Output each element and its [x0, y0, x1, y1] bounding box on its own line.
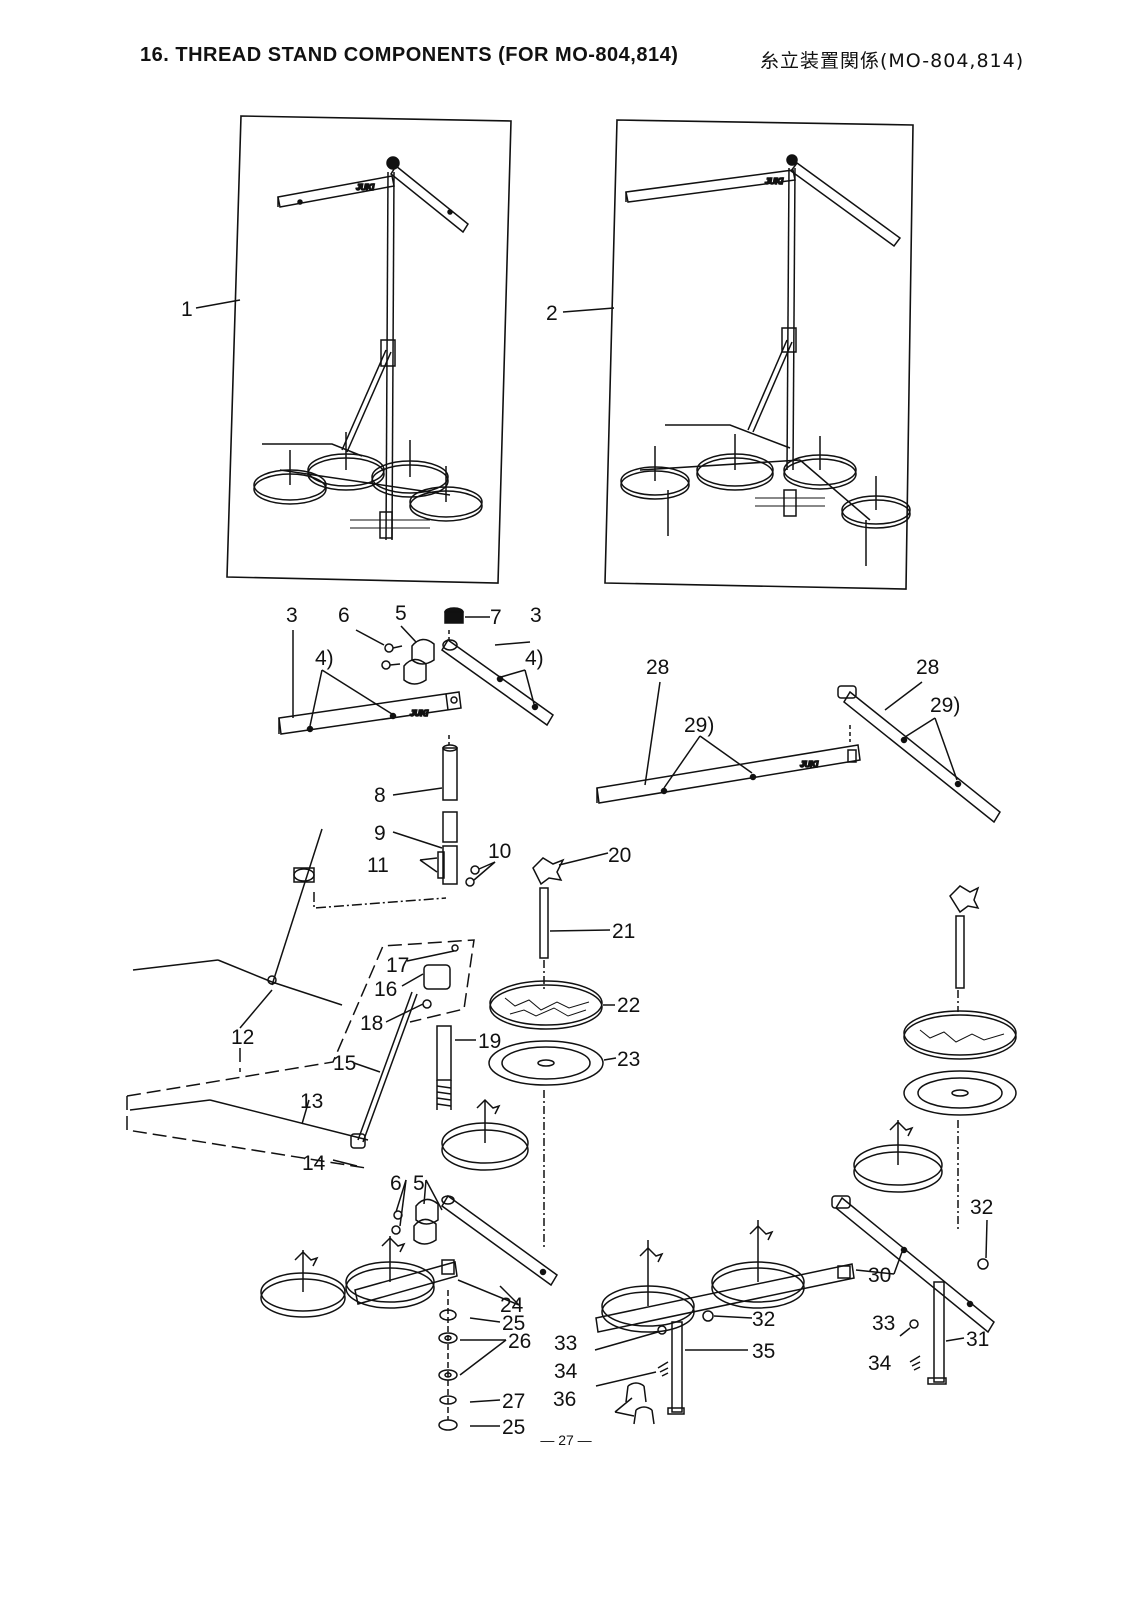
callout-32: 32	[752, 1308, 775, 1331]
page-title-japanese: 糸立装置関係(MO-804,814)	[760, 50, 1025, 72]
callout-22: 22	[617, 994, 640, 1017]
illustration-brand-label: JUKI	[356, 183, 375, 192]
spool-assembly	[441, 1098, 529, 1171]
page-number: — 27 —	[540, 1432, 592, 1448]
callout-30: 30	[868, 1264, 891, 1287]
assembly-group-boundary	[126, 939, 475, 1097]
spool-holder-20	[532, 857, 565, 886]
leader-line	[562, 307, 615, 313]
callout-28: 28	[916, 656, 939, 679]
spool-plate-right	[903, 1070, 1017, 1116]
callout-32: 32	[970, 1196, 993, 1219]
page-title: 16. THREAD STAND COMPONENTS (FOR MO-804,…	[140, 44, 679, 66]
callout-numbers: 1 2 3 3 4) 4) 5 6 7 8 9 10 11 12 13 14 1…	[181, 298, 993, 1439]
callout-2: 2	[546, 302, 558, 325]
arm-brand-label: JUKI	[410, 709, 429, 718]
callout-29: 29)	[930, 694, 960, 717]
callout-17: 17	[386, 954, 409, 977]
thread-arm-3-right	[441, 638, 554, 727]
felt-pad-right	[903, 1010, 1017, 1060]
thread-arm-28: JUKI	[596, 744, 861, 804]
callout-9: 9	[374, 822, 386, 845]
pole-joint-9	[437, 845, 458, 885]
callout-19: 19	[478, 1030, 501, 1053]
arm-brand-label: JUKI	[800, 760, 819, 769]
leader-line	[195, 299, 241, 309]
spool-arm-bracket-31	[927, 1281, 947, 1385]
callout-18: 18	[360, 1012, 383, 1035]
clamp-5	[403, 638, 435, 685]
callout-7: 7	[490, 606, 502, 629]
callout-26: 26	[508, 1330, 531, 1353]
spool-pin-21	[539, 887, 549, 959]
callout-28: 28	[646, 656, 669, 679]
base-arm-24	[354, 1194, 558, 1305]
callout-3: 3	[286, 604, 298, 627]
callout-36: 36	[553, 1388, 576, 1411]
callout-25: 25	[502, 1416, 525, 1439]
callout-33: 33	[872, 1312, 895, 1335]
callout-5: 5	[413, 1172, 425, 1195]
spool-arm-bracket-35	[667, 1321, 685, 1415]
stand-bolt-19	[436, 1025, 452, 1110]
callout-4: 4)	[315, 647, 334, 670]
callout-34: 34	[868, 1352, 892, 1375]
callout-3: 3	[530, 604, 542, 627]
callout-20: 20	[608, 844, 631, 867]
callout-33: 33	[554, 1332, 577, 1355]
callout-21: 21	[612, 920, 635, 943]
spool-assembly	[711, 1220, 805, 1309]
thread-stand-assembly-1-illustration: JUKI	[226, 115, 512, 584]
thread-guide-rod-13	[129, 1099, 369, 1141]
callout-16: 16	[374, 978, 397, 1001]
callout-24: 24	[500, 1294, 524, 1317]
callout-12: 12	[231, 1026, 254, 1049]
callout-13: 13	[300, 1090, 323, 1113]
spool-assembly	[260, 1250, 346, 1318]
callout-8: 8	[374, 784, 386, 807]
thread-stand-assembly-2-illustration: JUKI	[604, 119, 914, 590]
clamp-5-lower	[413, 1198, 439, 1245]
callout-35: 35	[752, 1340, 775, 1363]
assembly-group-boundary	[126, 1096, 367, 1169]
callout-34: 34	[554, 1360, 578, 1383]
spool-plate-23	[488, 1040, 604, 1086]
callout-29: 29)	[684, 714, 714, 737]
callout-11: 11	[367, 854, 389, 877]
upper-pipe-8	[442, 744, 458, 843]
spool-assembly	[345, 1236, 435, 1309]
pole-cap-7	[444, 607, 464, 624]
callout-27: 27	[502, 1390, 525, 1413]
callout-31: 31	[966, 1328, 989, 1351]
thread-arm-28-right	[837, 685, 1001, 824]
base-arm-30	[595, 1195, 995, 1334]
callout-1: 1	[181, 298, 193, 321]
callout-6: 6	[390, 1172, 402, 1195]
spool-assembly	[853, 1120, 943, 1193]
callout-14: 14	[302, 1152, 326, 1175]
thread-arm-3: JUKI	[278, 691, 462, 735]
support-rod-15	[350, 991, 418, 1149]
callout-25: 25	[502, 1312, 525, 1335]
callout-23: 23	[617, 1048, 640, 1071]
spool-holder-right	[949, 885, 980, 989]
spool-assembly	[601, 1240, 695, 1333]
callout-5: 5	[395, 602, 407, 625]
callout-4: 4)	[525, 647, 544, 670]
callout-6: 6	[338, 604, 350, 627]
callout-15: 15	[333, 1052, 356, 1075]
felt-pad-22	[489, 980, 603, 1030]
thread-guide-rod-12	[132, 828, 343, 1006]
illustration-brand-label: JUKI	[765, 177, 784, 186]
callout-10: 10	[488, 840, 511, 863]
